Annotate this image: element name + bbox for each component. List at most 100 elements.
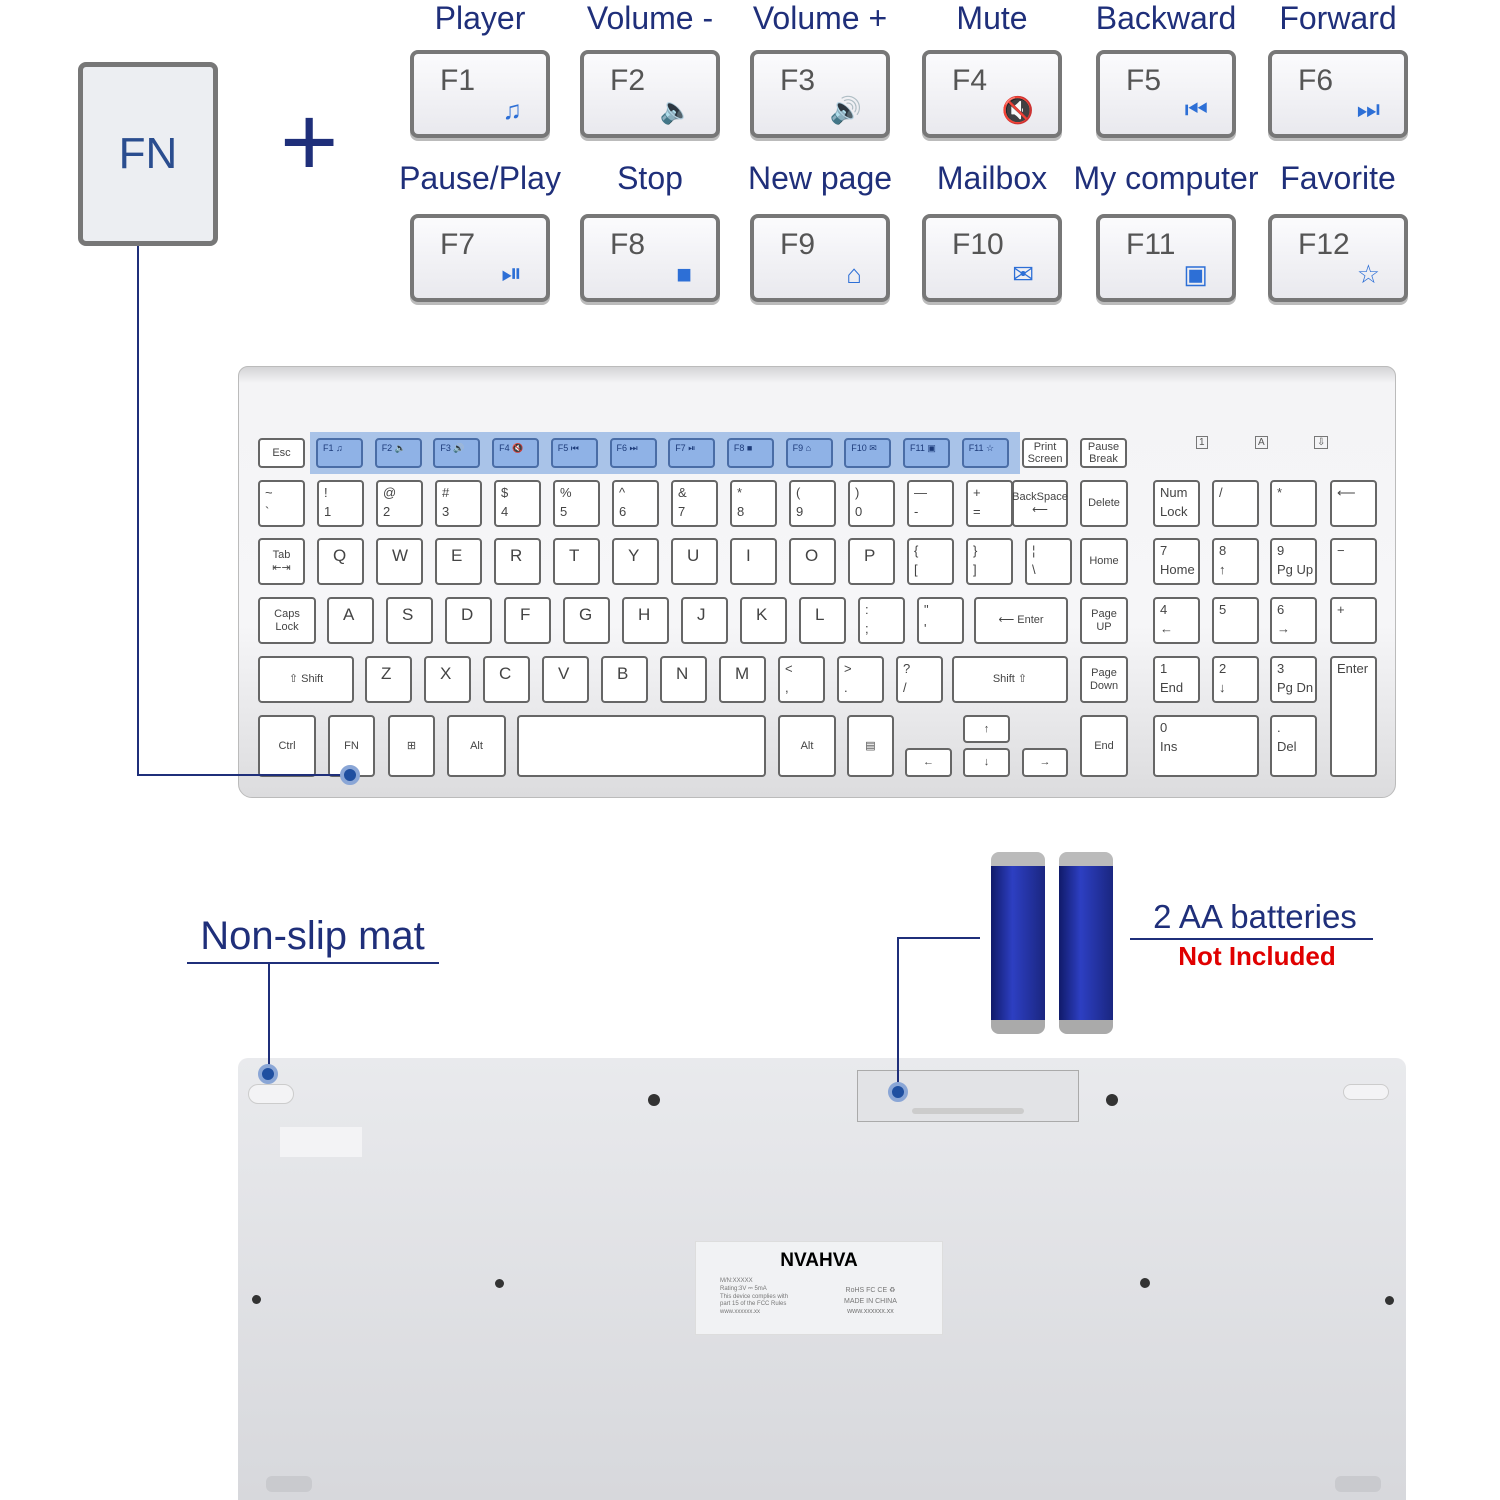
key: F5 ⏮: [550, 438, 598, 468]
fkey-name: F7: [440, 228, 476, 261]
numpad-key: 9 Pg Up: [1270, 538, 1317, 585]
key: @ 2: [376, 480, 423, 527]
key: Alt: [778, 715, 836, 777]
key: P: [848, 538, 895, 585]
fkey-function-label: Volume -: [586, 0, 714, 36]
key: Ctrl: [258, 715, 316, 777]
fkey-function-label: Player: [434, 0, 526, 36]
key: U: [671, 538, 718, 585]
key: F2 🔈: [374, 438, 422, 468]
fkey-function-label: Pause/Play: [399, 160, 561, 196]
mail-icon: ✉: [1012, 259, 1034, 289]
battery-connector: [897, 937, 980, 939]
numpad-key: 2 ↓: [1212, 656, 1259, 703]
key: Z: [365, 656, 412, 703]
fkey-f1: F1♫: [410, 50, 550, 138]
key: C: [483, 656, 530, 703]
computer-icon: ▣: [1183, 259, 1208, 289]
numpad-key: 3 Pg Dn: [1270, 656, 1317, 703]
key: ↑: [963, 715, 1010, 743]
fkey-function-label: Favorite: [1280, 160, 1396, 196]
numpad-key: 0 Ins: [1153, 715, 1259, 777]
key: & 7: [671, 480, 718, 527]
key: A: [327, 597, 374, 644]
key: ? /: [896, 656, 943, 703]
key: I: [730, 538, 777, 585]
underside-panel: [280, 1127, 362, 1157]
battery-marker-dot: [888, 1082, 908, 1102]
key: ^ 6: [612, 480, 659, 527]
battery-not-included: Not Included: [1178, 941, 1336, 971]
key: * 8: [730, 480, 777, 527]
fn-connector-line-h: [137, 774, 350, 776]
key: BackSpace ⟵: [1012, 480, 1068, 527]
screw: [1140, 1278, 1150, 1288]
numpad-key: −: [1330, 538, 1377, 585]
key: F7 ⏯: [668, 438, 716, 468]
mute-icon: 🔇: [1001, 95, 1034, 125]
key: E: [435, 538, 482, 585]
fkey-name: F4: [952, 64, 988, 97]
key: S: [386, 597, 433, 644]
key: > .: [837, 656, 884, 703]
key: F3 🔊: [433, 438, 481, 468]
numpad-key: 4 ←: [1153, 597, 1200, 644]
key: # 3: [435, 480, 482, 527]
key: F11 ▣: [903, 438, 950, 468]
key: G: [563, 597, 610, 644]
key: O: [789, 538, 836, 585]
function-row-highlight: [310, 432, 1020, 474]
key: X: [424, 656, 471, 703]
key: F4 🔇: [492, 438, 540, 468]
key: ~ `: [258, 480, 305, 527]
key: < ,: [778, 656, 825, 703]
screw: [648, 1094, 660, 1106]
screw: [1106, 1094, 1118, 1106]
key: Tab ⇤⇥: [258, 538, 305, 585]
numpad-key: 5: [1212, 597, 1259, 644]
key: F6 ⏭: [609, 438, 657, 468]
numpad-key: 7 Home: [1153, 538, 1200, 585]
fkey-function-label: My computer: [1073, 160, 1259, 196]
key: W: [376, 538, 423, 585]
key: Caps Lock: [258, 597, 316, 644]
fkey-name: F12: [1298, 228, 1350, 261]
fkey-f5: F5⏮: [1096, 50, 1236, 138]
key: [517, 715, 766, 777]
key: End: [1080, 715, 1128, 777]
key: : ;: [858, 597, 905, 644]
brand-name: NVAHVA: [780, 1250, 858, 1271]
fkey-function-label: New page: [747, 160, 893, 196]
play-pause-icon: ⏯: [501, 258, 522, 288]
label-left-text: M/N:XXXXX Rating:3V ⎓ 5mA This device co…: [720, 1278, 789, 1316]
numpad-key: *: [1270, 480, 1317, 527]
key: ⇧ Shift: [258, 656, 354, 703]
volume-down-icon: 🔈: [659, 95, 692, 125]
non-slip-underline: [187, 962, 439, 964]
key: ▤: [847, 715, 894, 777]
numpad-key: Enter: [1330, 656, 1377, 777]
key: Page UP: [1080, 597, 1128, 644]
key: Home: [1080, 538, 1128, 585]
fkey-f6: F6⏭: [1268, 50, 1408, 138]
key: $ 4: [494, 480, 541, 527]
key: L: [799, 597, 846, 644]
key: H: [622, 597, 669, 644]
fkey-f7: F7 ⏯: [410, 214, 550, 302]
non-slip-pad: [248, 1084, 294, 1104]
key: ⊞: [388, 715, 435, 777]
key: ! 1: [317, 480, 364, 527]
key: Alt: [447, 715, 506, 777]
non-slip-pad: [1343, 1084, 1389, 1100]
next-track-icon: ⏭: [1356, 94, 1380, 124]
indicator-light: 1: [1196, 436, 1208, 449]
key: Print Screen: [1022, 438, 1068, 468]
fkey-name: F10: [952, 228, 1004, 261]
screw: [252, 1295, 261, 1304]
key: + =: [966, 480, 1013, 527]
fkey-f12: F12☆: [1268, 214, 1408, 302]
key: J: [681, 597, 728, 644]
numpad-key: . Del: [1270, 715, 1317, 777]
product-label: NVAHVA M/N:XXXXX Rating:3V ⎓ 5mA This de…: [695, 1241, 943, 1335]
plus-sign: +: [280, 86, 339, 198]
